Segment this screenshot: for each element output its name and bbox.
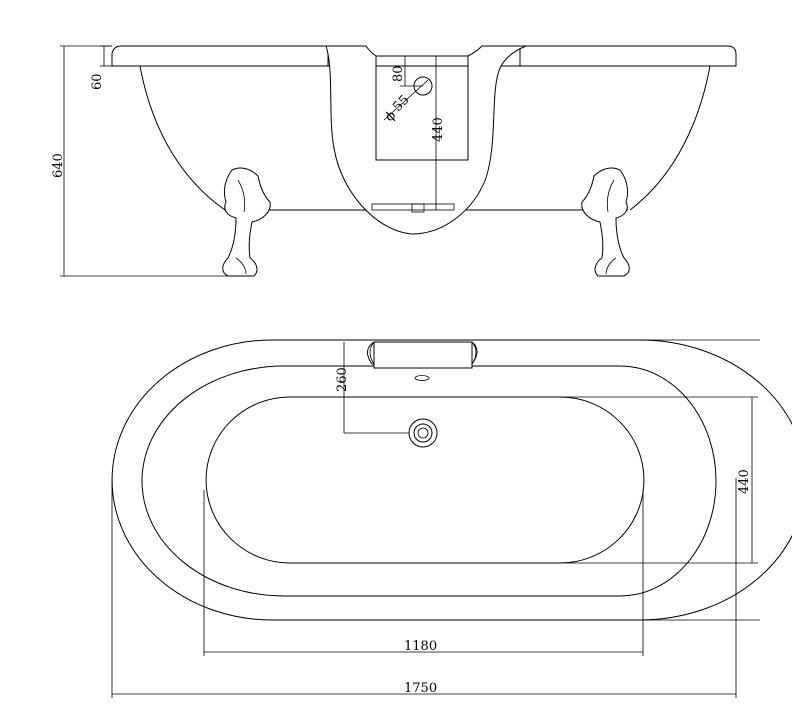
dim-60: 60 bbox=[90, 73, 105, 90]
waste-center bbox=[417, 427, 429, 439]
bath-rim bbox=[111, 45, 329, 67]
tap-outlet bbox=[414, 375, 430, 381]
bath-bowl bbox=[205, 396, 645, 564]
dim-440-side: 440 bbox=[431, 117, 446, 142]
claw-foot-left bbox=[222, 167, 271, 277]
tap-deck-ends bbox=[369, 341, 477, 365]
tap-deck-body bbox=[373, 341, 473, 369]
dim-440-plan: 440 bbox=[737, 469, 752, 494]
claw-foot-right bbox=[581, 167, 630, 277]
inner-rim bbox=[141, 365, 717, 597]
dim-260: 260 bbox=[335, 367, 350, 392]
dim-line-dia55 bbox=[383, 79, 429, 121]
dim-1750: 1750 bbox=[404, 681, 437, 696]
bath-body-outline bbox=[139, 65, 711, 211]
section-cutaway bbox=[325, 45, 527, 235]
dim-640: 640 bbox=[51, 153, 66, 178]
waste-outlet-plan bbox=[408, 418, 438, 448]
section-inner bbox=[375, 55, 469, 160]
waste-ring bbox=[413, 423, 433, 443]
bath-rim-right bbox=[519, 45, 737, 67]
dim-1180: 1180 bbox=[404, 639, 437, 654]
plan-view: 260 440 1180 1750 bbox=[111, 339, 792, 698]
side-elevation-view: 440 80 ϕ 55 60 640 bbox=[51, 45, 737, 277]
dim-80: 80 bbox=[391, 65, 406, 82]
waste-plug bbox=[411, 203, 425, 213]
outer-rim bbox=[111, 339, 792, 621]
